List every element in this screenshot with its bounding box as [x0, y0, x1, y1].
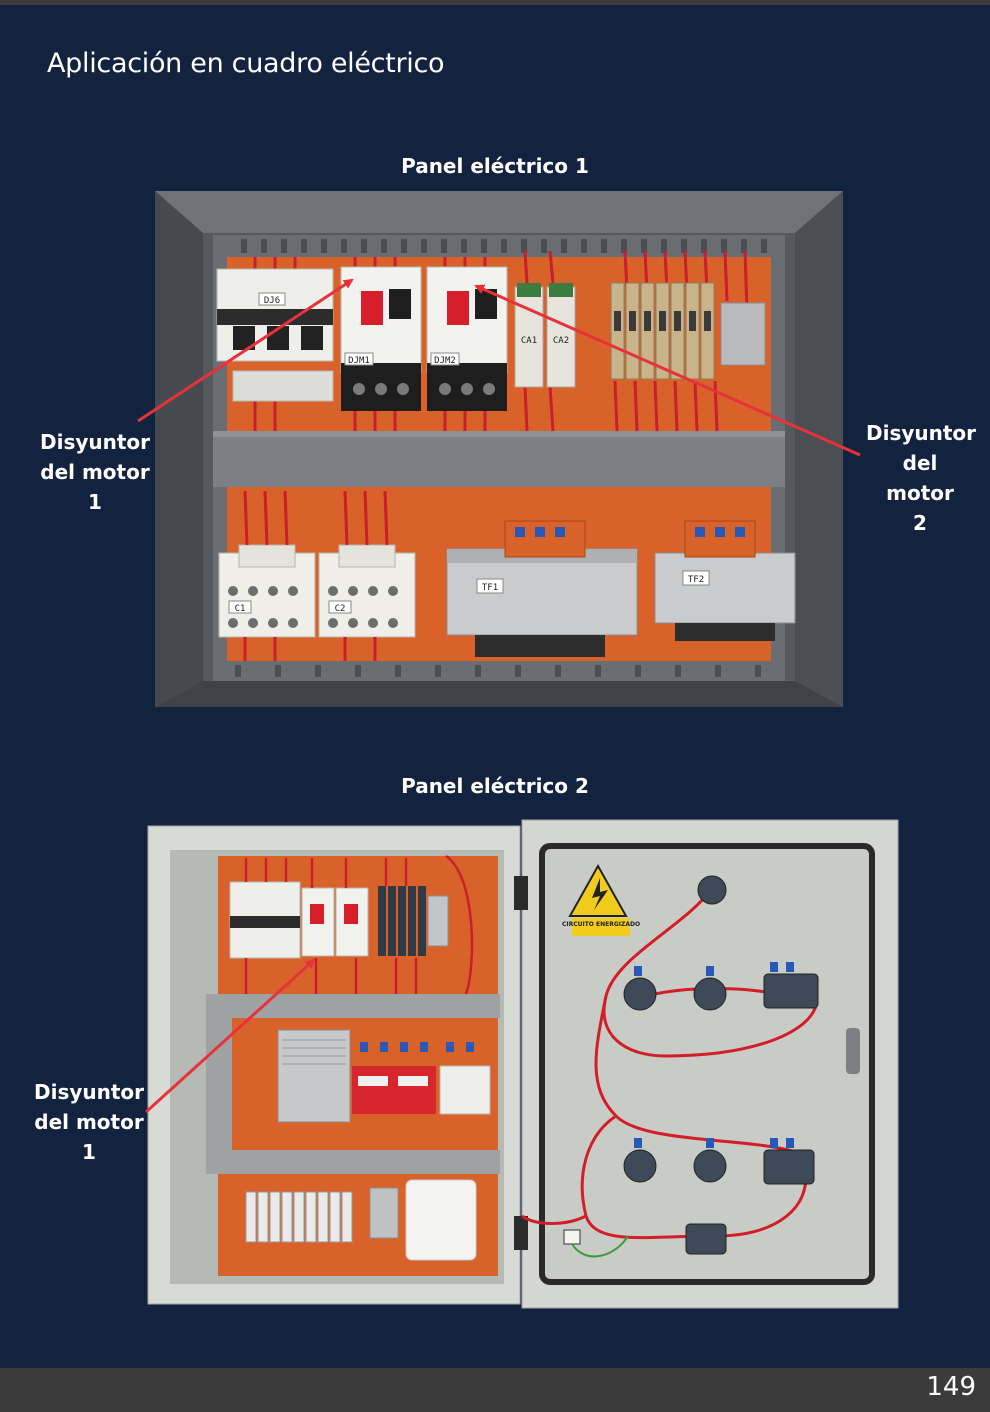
- label-c1: C1: [235, 604, 246, 614]
- panel1-caption: Panel eléctrico 1: [401, 154, 589, 178]
- callout-line: 1: [82, 1140, 96, 1164]
- label-ca2: CA2: [553, 336, 569, 346]
- top-bar: [0, 0, 990, 5]
- label-tf2: TF2: [688, 575, 704, 585]
- callout-line: Disyuntor: [34, 1080, 145, 1104]
- callout-line: del motor: [34, 1110, 144, 1134]
- panel2-caption: Panel eléctrico 2: [401, 774, 589, 798]
- callout-line: del motor: [886, 451, 954, 505]
- callout-line: 1: [88, 490, 102, 514]
- label-tf1: TF1: [482, 583, 498, 593]
- panel2-photo: CIRCUITO ENERGIZADO: [146, 816, 900, 1310]
- label-ca1: CA1: [521, 336, 537, 346]
- callout-line: del motor: [40, 460, 150, 484]
- page-number: 149: [926, 1372, 976, 1402]
- warning-label-text: CIRCUITO ENERGIZADO: [562, 921, 640, 928]
- label-dj6: DJ6: [264, 296, 280, 306]
- label-c2: C2: [335, 604, 346, 614]
- label-djm1: DJM1: [348, 356, 370, 366]
- label-djm2: DJM2: [434, 356, 456, 366]
- panel2-callout-motor1: Disyuntor del motor 1: [34, 1077, 144, 1167]
- panel1-photo: DJ6 DJM1 DJM2 CA1 CA2: [155, 191, 843, 707]
- callout-line: Disyuntor: [40, 430, 151, 454]
- callout-line: Disyuntor: [866, 421, 977, 445]
- callout-line: 2: [913, 511, 927, 535]
- panel1-callout-motor1: Disyuntor del motor 1: [40, 427, 150, 517]
- panel1-callout-motor2: Disyuntor del motor 2: [866, 418, 977, 538]
- page-title: Aplicación en cuadro eléctrico: [47, 48, 445, 79]
- page-footer: 149: [0, 1368, 990, 1412]
